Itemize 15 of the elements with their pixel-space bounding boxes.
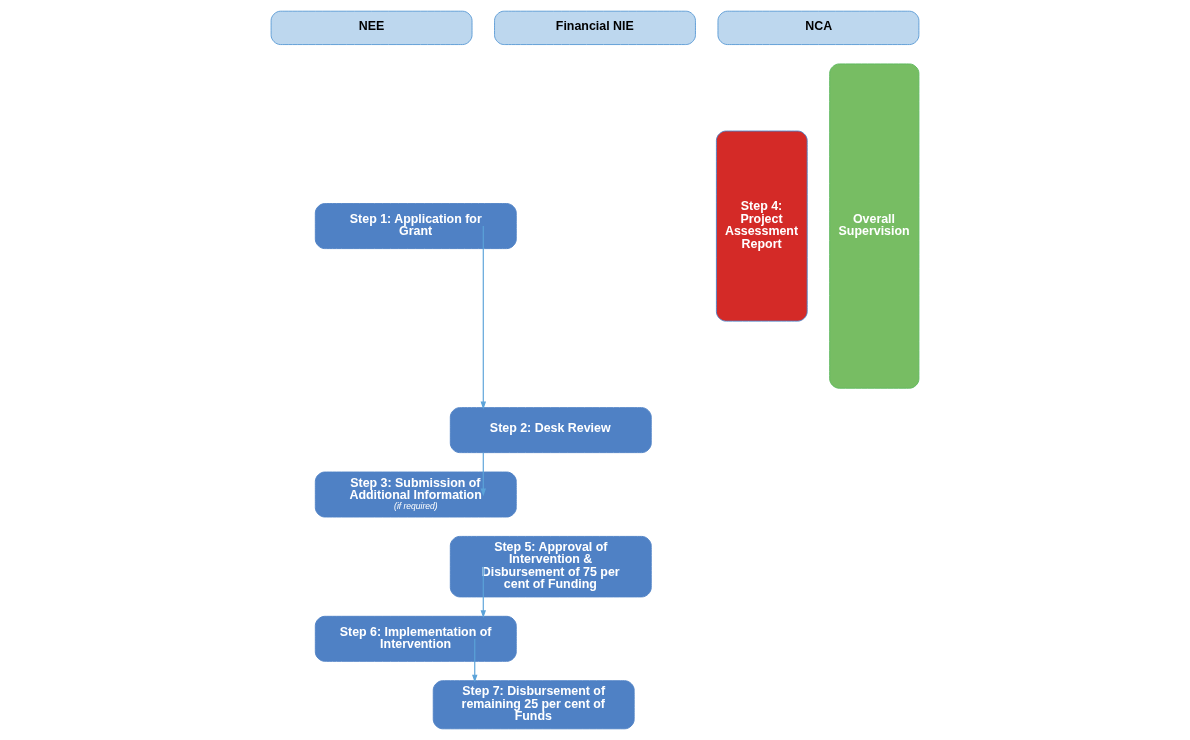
node-box: Step 1: Application for Grant: [314, 203, 517, 250]
node-box: Step 4: Project Assessment Report: [715, 130, 808, 322]
arrow: [480, 225, 486, 410]
node-box: Step 6: Implementation of Intervention: [314, 615, 517, 662]
node-box: Step 2: Desk Review: [449, 407, 652, 454]
node-box: Step 3: Submission of Additional Information (if required): [314, 471, 517, 518]
node-box: Step 5: Approval of Intervention & Disbursement of 75 per cent of Funding: [449, 535, 652, 598]
arrow: [480, 452, 486, 497]
node-box: NCA: [717, 10, 920, 45]
node-box: NEE: [270, 10, 473, 45]
node-box: Financial NIE: [494, 10, 696, 45]
arrow: [480, 566, 486, 619]
node-box: Step 7: Disbursement of remaining 25 per cent of Funds: [432, 680, 635, 730]
node-box: Overall Supervision: [829, 63, 920, 389]
arrow: [472, 638, 478, 683]
